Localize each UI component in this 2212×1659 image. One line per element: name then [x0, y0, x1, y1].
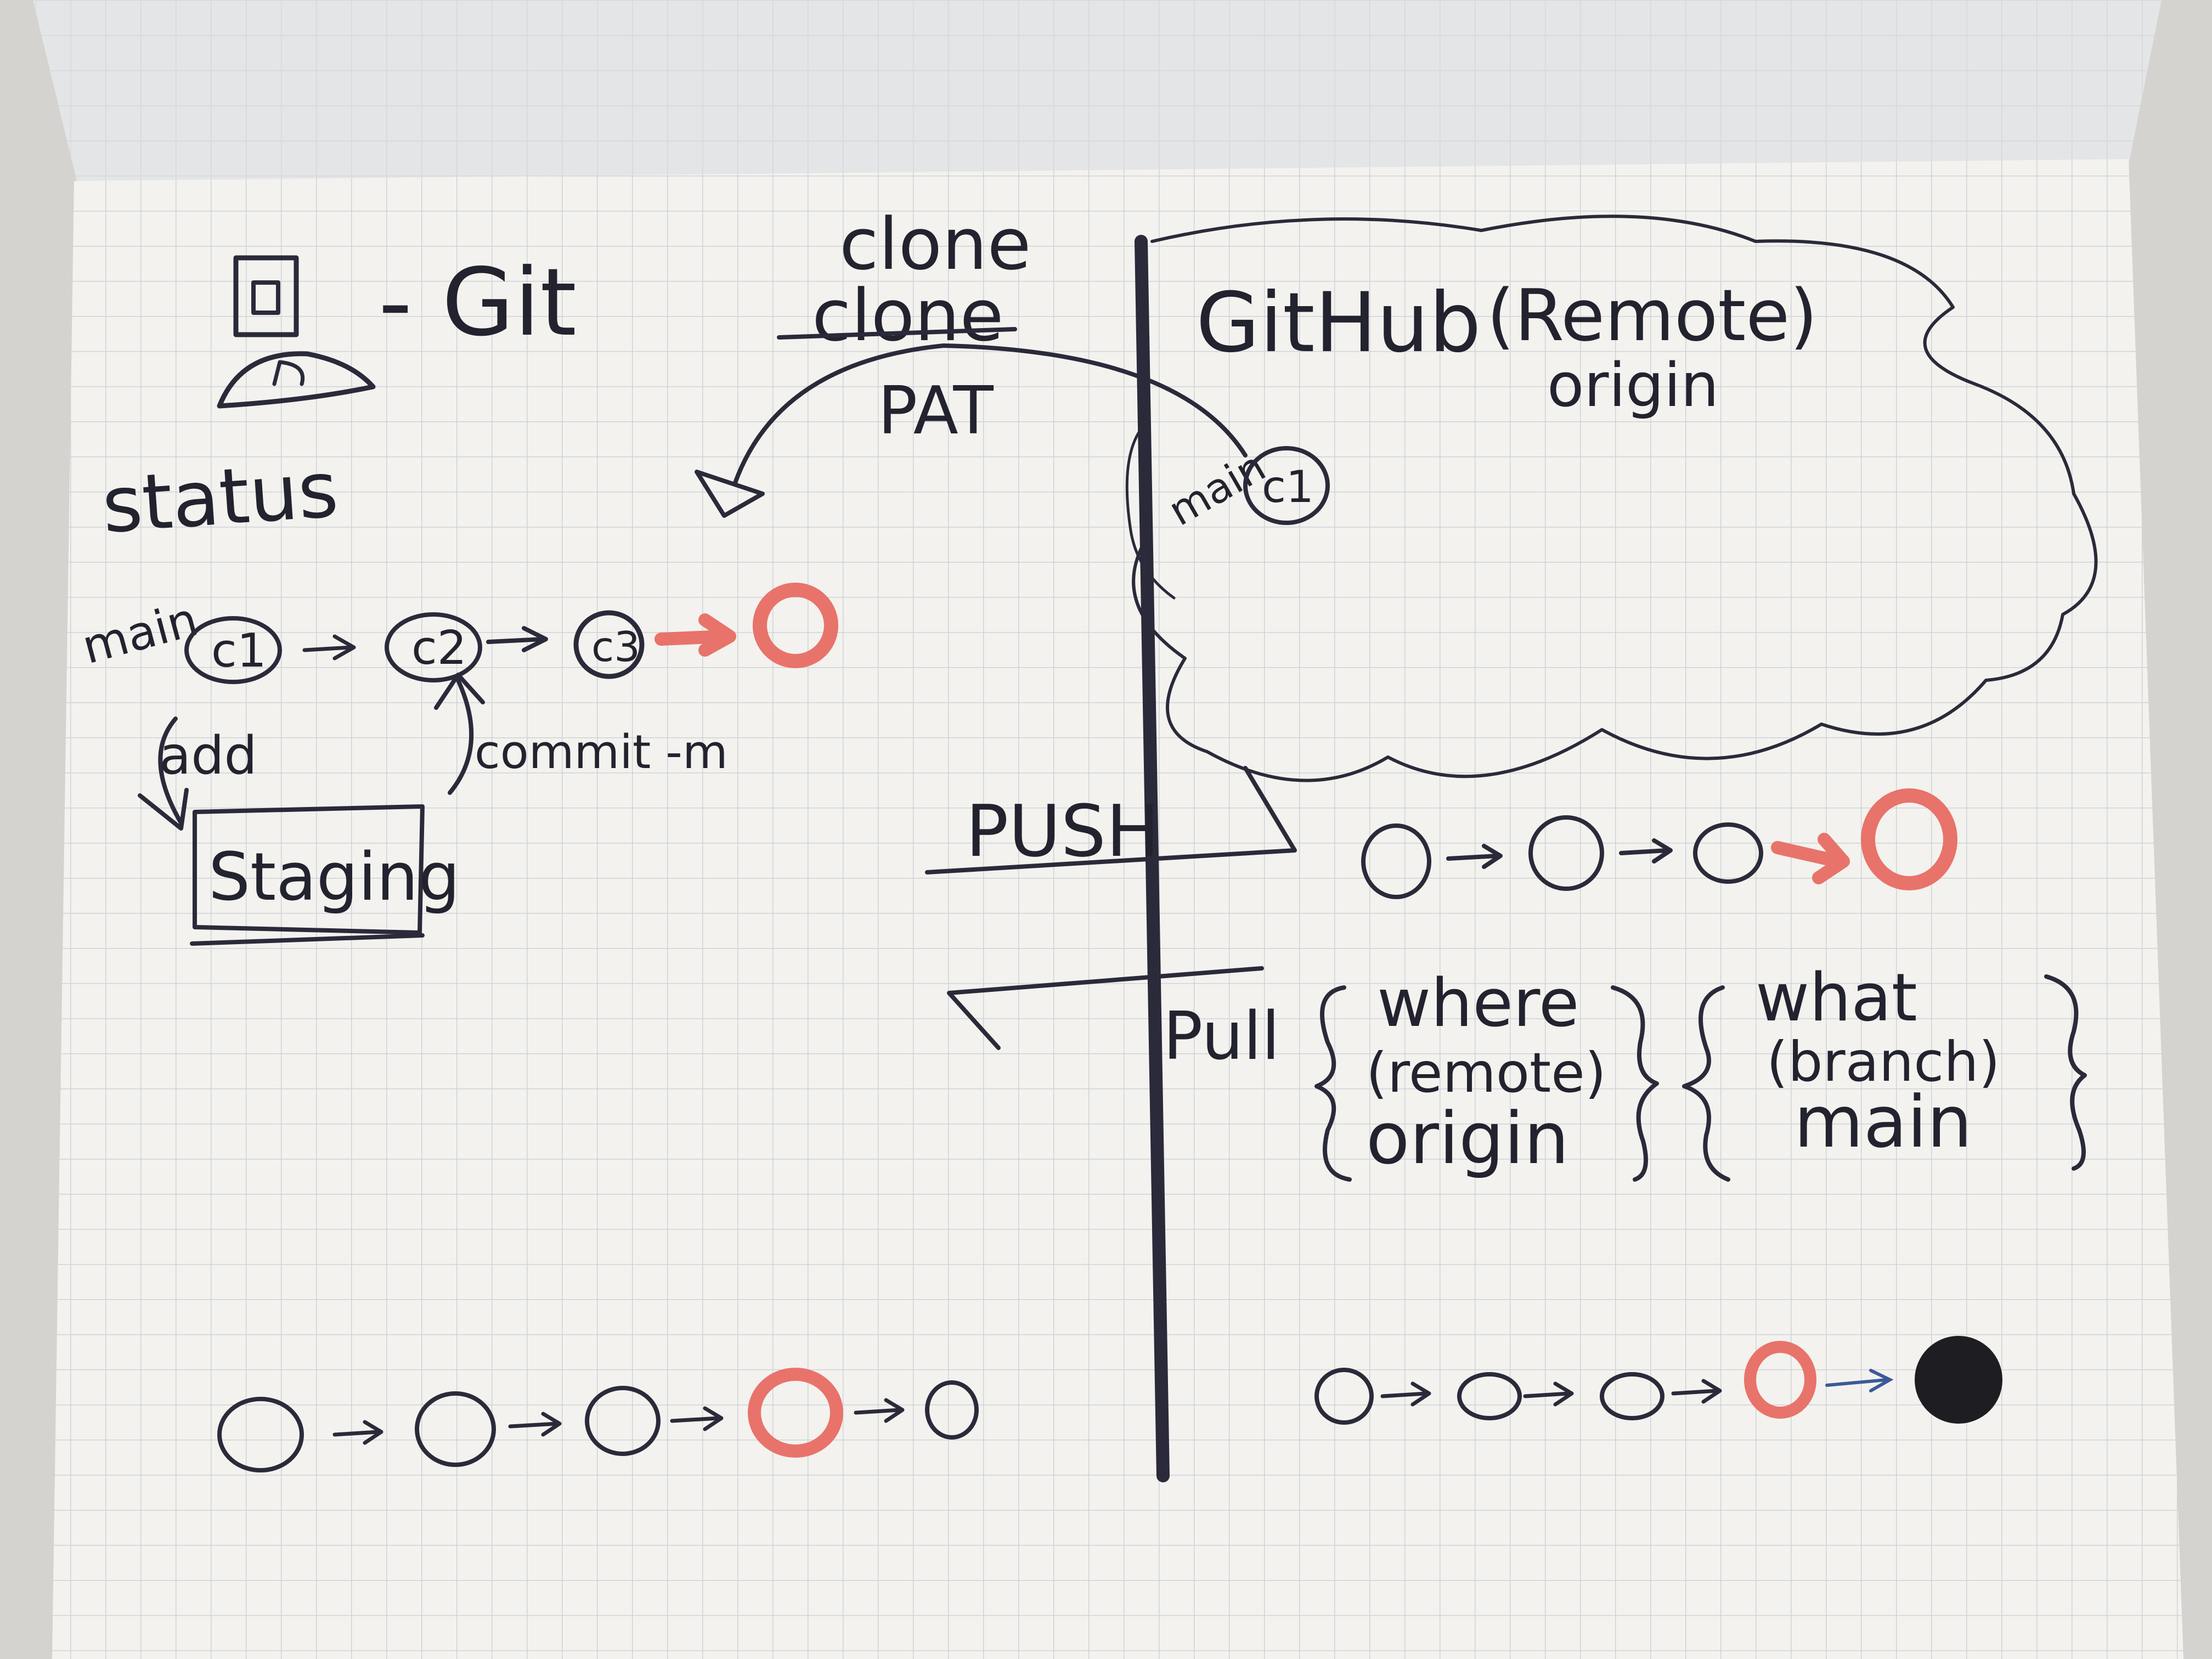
status-label: status: [99, 445, 341, 551]
github-cloud: [1132, 215, 2098, 782]
clone-struck-label: clone: [812, 274, 1004, 357]
what-sub-label: (branch): [1767, 1030, 2000, 1094]
red-arrow-local: [654, 613, 736, 657]
strike-line: [777, 327, 1017, 340]
bottom-right-chain: [1314, 1336, 2002, 1425]
pull-arrow: [947, 966, 1264, 1050]
commit-label: commit -m: [475, 725, 728, 780]
pull-label: Pull: [1163, 998, 1280, 1075]
remote-push-chain: [1361, 788, 1957, 899]
arrow-c1-c2: [302, 634, 356, 661]
arrow-c2-c3: [486, 626, 548, 652]
add-label: add: [159, 726, 257, 786]
pat-label: PAT: [878, 373, 994, 449]
remote-label: (Remote): [1487, 274, 1818, 357]
commit-c2-local: c2: [385, 612, 482, 682]
what-label: what: [1756, 960, 1917, 1036]
github-title: GitHub: [1196, 275, 1481, 371]
push-arrow: [925, 766, 1297, 874]
divider-line: [1135, 235, 1170, 1482]
clone-arrow: [733, 343, 1248, 485]
where-value-label: origin: [1366, 1097, 1569, 1180]
commit-c3-local: c3: [573, 610, 645, 679]
svg-text:c3: c3: [591, 623, 640, 671]
where-sub-label: (remote): [1366, 1041, 1606, 1105]
new-commit-red-local: [753, 583, 838, 668]
commit-c1-local: c1: [184, 616, 282, 684]
svg-text:Staging: Staging: [208, 839, 460, 916]
svg-text:c1: c1: [1262, 461, 1314, 512]
clone-label: clone: [839, 202, 1031, 286]
git-label: - Git: [379, 249, 577, 357]
computer-icon: [217, 255, 376, 409]
staging-box: Staging: [190, 804, 460, 946]
what-value-label: main: [1794, 1080, 1972, 1164]
origin-label: origin: [1547, 350, 1719, 420]
commit-c1-remote: c1: [1243, 446, 1330, 525]
svg-text:c2: c2: [411, 621, 467, 675]
bottom-left-chain: [217, 1368, 979, 1472]
svg-text:c1: c1: [211, 624, 267, 678]
where-label: where: [1377, 966, 1579, 1042]
